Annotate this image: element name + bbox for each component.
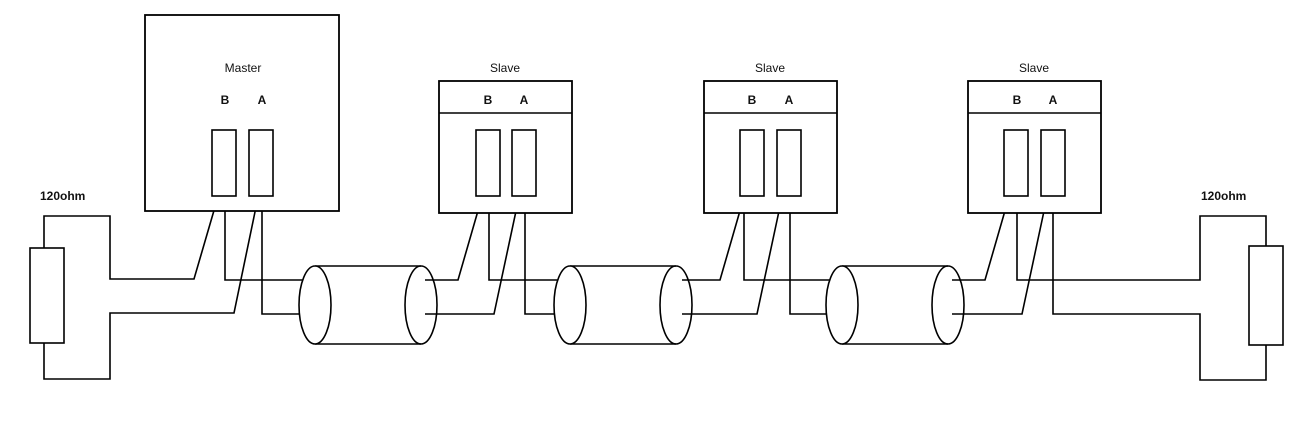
master-terminal-a xyxy=(248,129,274,197)
bus-seg1-a xyxy=(425,182,523,315)
bus-seg2-b xyxy=(682,182,749,281)
slave1-terminal-a xyxy=(511,129,537,197)
right-resistor-body xyxy=(1248,245,1284,346)
master-terminal-b xyxy=(211,129,237,197)
slave1-pin-a-label: A xyxy=(520,93,529,107)
right-resistor-label: 120ohm xyxy=(1201,189,1246,203)
right-terminator-wire-a xyxy=(1052,183,1267,381)
bus-seg3-b xyxy=(952,182,1014,281)
slave2-label: Slave xyxy=(755,61,785,75)
left-resistor-body xyxy=(29,247,65,344)
slave2-pin-b-label: B xyxy=(748,93,757,107)
left-resistor-label: 120ohm xyxy=(40,189,85,203)
slave-device-3: Slave B A xyxy=(967,61,1102,214)
slave2-pin-a-label: A xyxy=(785,93,794,107)
cable-segment-3 xyxy=(825,265,965,345)
master-device: Master B A xyxy=(144,14,340,212)
slave2-drop-b xyxy=(743,183,830,281)
master-pin-a-label: A xyxy=(258,93,267,107)
slave1-drop-b xyxy=(488,183,558,281)
bus-seg3-a xyxy=(952,182,1051,315)
slave3-terminal-a xyxy=(1040,129,1066,197)
right-terminator-wire-b xyxy=(1016,183,1267,281)
slave-device-2: Slave B A xyxy=(703,61,838,214)
master-pin-b-label: B xyxy=(221,93,230,107)
cable-segment-1 xyxy=(298,265,438,345)
slave1-pin-b-label: B xyxy=(484,93,493,107)
right-termination-resistor: 120ohm xyxy=(1201,189,1284,346)
bus-seg1-b xyxy=(425,182,487,281)
bus-seg2-a xyxy=(682,182,786,315)
bus-wiring xyxy=(43,182,1267,381)
left-termination-resistor: 120ohm xyxy=(29,189,85,344)
master-drop-a xyxy=(261,183,303,315)
slave3-terminal-b xyxy=(1003,129,1029,197)
master-label: Master xyxy=(225,61,262,75)
slave3-pin-b-label: B xyxy=(1013,93,1022,107)
slave2-terminal-a xyxy=(776,129,802,197)
master-drop-b xyxy=(224,183,303,281)
slave2-drop-a xyxy=(789,183,830,315)
left-terminator-wire-a xyxy=(43,182,262,380)
slave1-drop-a xyxy=(524,183,558,315)
cable-segment-2 xyxy=(553,265,693,345)
slave3-pin-a-label: A xyxy=(1049,93,1058,107)
slave3-label: Slave xyxy=(1019,61,1049,75)
left-terminator-wire-b xyxy=(43,182,223,280)
slave1-label: Slave xyxy=(490,61,520,75)
slave1-terminal-b xyxy=(475,129,501,197)
slave2-terminal-b xyxy=(739,129,765,197)
slave-device-1: Slave B A xyxy=(438,61,573,214)
